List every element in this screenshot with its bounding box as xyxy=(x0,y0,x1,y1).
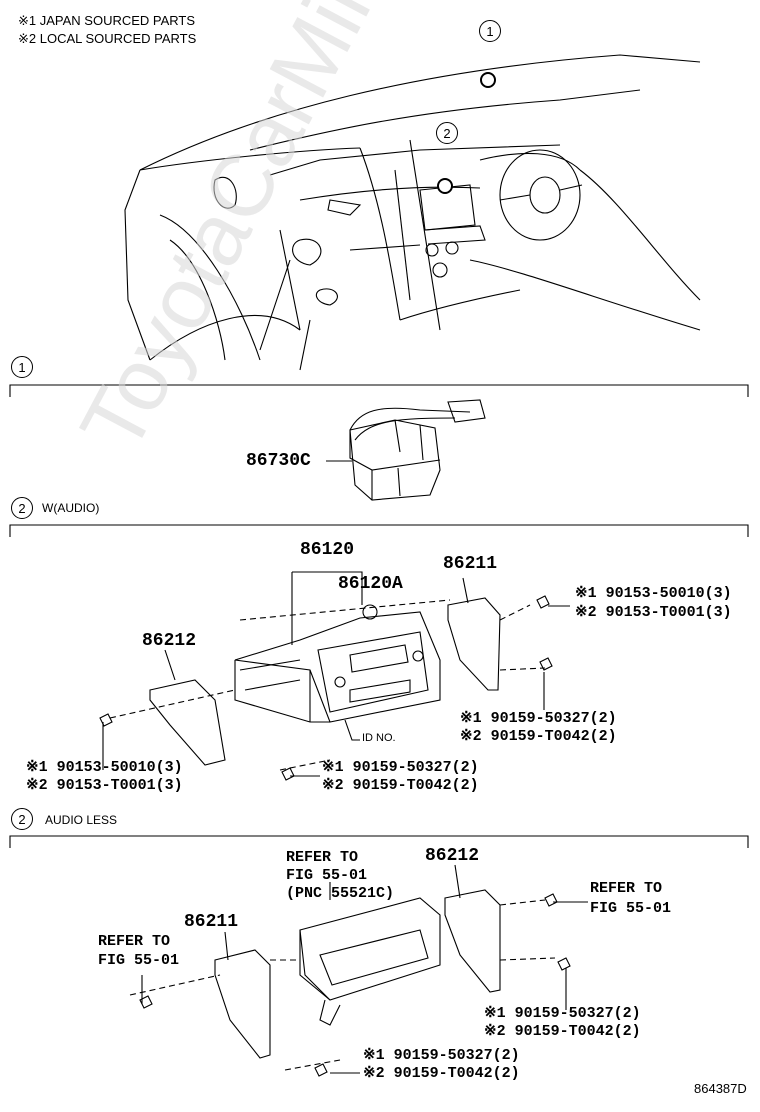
section-1-badge: 1 xyxy=(11,356,33,378)
bolt-b-center-bottom-2[interactable]: ※2 90159-T0042(2) xyxy=(363,1065,520,1082)
location-marker-2 xyxy=(437,178,453,194)
refer-left-line1[interactable]: REFER TO xyxy=(98,933,171,950)
note-local-sourced: ※2 LOCAL SOURCED PARTS xyxy=(18,31,197,46)
bolt-right-top-2[interactable]: ※2 90153-T0001(3) xyxy=(575,604,732,621)
section-dividers xyxy=(9,384,749,848)
bolt-b-right-mid-1[interactable]: ※1 90159-50327(2) xyxy=(484,1005,641,1022)
audio-less-drawing xyxy=(129,864,588,1077)
drawing-code: 864387D xyxy=(694,1081,747,1096)
section-2b-title: AUDIO LESS xyxy=(45,813,118,827)
refer-center-line2[interactable]: FIG 55-01 xyxy=(286,867,368,884)
part-86730c-label[interactable]: 86730C xyxy=(246,451,311,471)
bolt-center-bottom-1[interactable]: ※1 90159-50327(2) xyxy=(322,759,479,776)
bolt-left-bottom-1[interactable]: ※1 90153-50010(3) xyxy=(26,759,183,776)
refer-center-line1[interactable]: REFER TO xyxy=(286,849,359,866)
refer-right-line1[interactable]: REFER TO xyxy=(590,880,663,897)
part-86120a-label[interactable]: 86120A xyxy=(338,574,403,594)
refer-right-line2[interactable]: FIG 55-01 xyxy=(590,900,672,917)
location-marker-1 xyxy=(480,72,496,88)
bolt-center-bottom-2[interactable]: ※2 90159-T0042(2) xyxy=(322,777,479,794)
refer-left-line2[interactable]: FIG 55-01 xyxy=(98,952,180,969)
car-interior-illustration xyxy=(124,54,701,371)
bolt-right-mid-1[interactable]: ※1 90159-50327(2) xyxy=(460,710,617,727)
part-86730c-drawing xyxy=(326,399,486,501)
callout-1[interactable]: 1 xyxy=(479,20,501,42)
part-86212-b-label[interactable]: 86212 xyxy=(425,846,480,866)
part-86211-label[interactable]: 86211 xyxy=(443,554,498,574)
part-86211-b-label[interactable]: 86211 xyxy=(184,912,239,932)
bolt-b-center-bottom-1[interactable]: ※1 90159-50327(2) xyxy=(363,1047,520,1064)
refer-center-line3[interactable]: (PNC 55521C) xyxy=(286,885,395,902)
bolt-b-right-mid-2[interactable]: ※2 90159-T0042(2) xyxy=(484,1023,641,1040)
callout-2[interactable]: 2 xyxy=(436,122,458,144)
bolt-right-mid-2[interactable]: ※2 90159-T0042(2) xyxy=(460,728,617,745)
audio-unit-drawing xyxy=(99,571,570,781)
section-2a-title: W(AUDIO) xyxy=(42,501,100,515)
id-no-label: ID NO. xyxy=(362,732,396,744)
bolt-left-bottom-2[interactable]: ※2 90153-T0001(3) xyxy=(26,777,183,794)
part-86212-label[interactable]: 86212 xyxy=(142,631,197,651)
note-japan-sourced: ※1 JAPAN SOURCED PARTS xyxy=(18,13,196,28)
section-2a-badge: 2 xyxy=(11,497,33,519)
section-2b-badge: 2 xyxy=(11,808,33,830)
part-86120-label[interactable]: 86120 xyxy=(300,540,355,560)
bolt-right-top-1[interactable]: ※1 90153-50010(3) xyxy=(575,585,732,602)
